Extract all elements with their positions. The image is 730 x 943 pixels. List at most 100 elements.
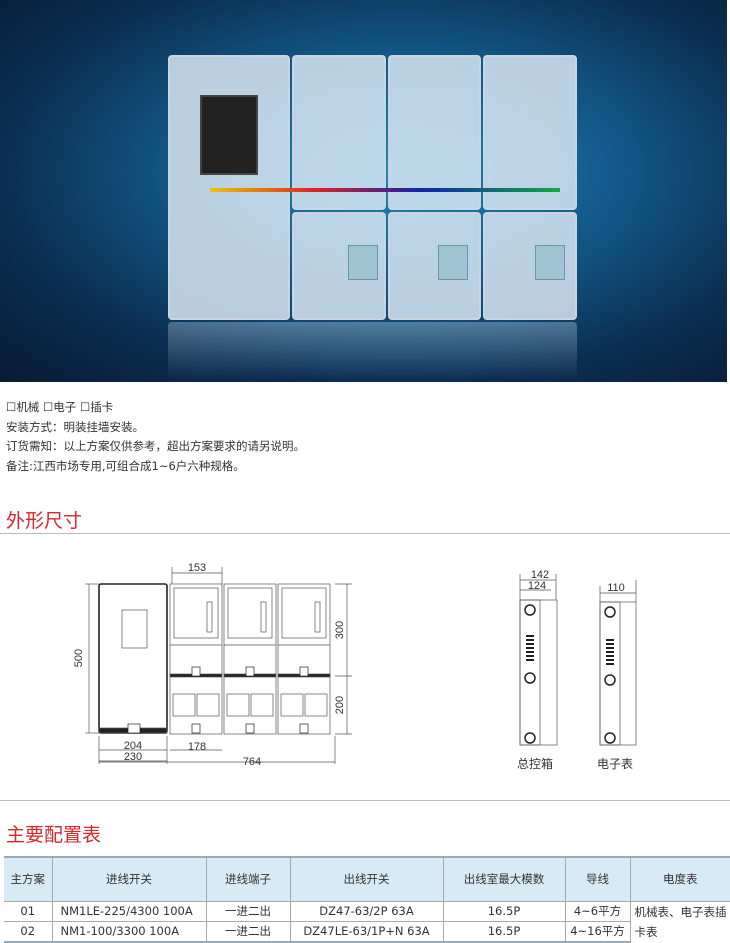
meter-window — [281, 587, 327, 639]
bolt-icon — [524, 732, 536, 744]
breaker-slot — [226, 693, 250, 717]
checkbox-electronic[interactable]: ☐电子 — [42, 400, 77, 414]
terminal — [299, 666, 309, 677]
meter-box-1-top — [292, 55, 386, 210]
cell: 一进二出 — [205, 900, 290, 922]
install-note: 安装方式：明装挂墙安装。 — [6, 419, 144, 434]
config-table: 主方案 进线开关 进线端子 出线开关 出线室最大模数 导线 电度表 01 NM1… — [4, 856, 730, 943]
meter-slot — [260, 601, 267, 633]
divider — [0, 800, 730, 801]
dim-110: 110 — [607, 582, 625, 594]
col-header: 导线 — [564, 856, 630, 901]
config-heading: 主要配置表 — [6, 824, 102, 846]
breaker-1 — [348, 245, 378, 280]
dim-764: 764 — [243, 756, 261, 768]
meter-box-2-top — [388, 55, 481, 210]
cell: DZ47LE-63/1P+N 63A — [289, 920, 443, 943]
main-breaker — [200, 95, 258, 175]
bolt-icon — [604, 606, 616, 618]
checkbox-mechanical[interactable]: ☐机械 — [6, 400, 40, 414]
dimensions-heading: 外形尺寸 — [6, 510, 83, 532]
vent-slot — [526, 639, 534, 641]
meter-window — [227, 587, 273, 639]
col-header: 出线室最大模数 — [442, 856, 565, 901]
cell-meter-types: 机械表、电子表插卡表 — [629, 900, 730, 942]
terminal — [299, 723, 309, 734]
checkbox-card[interactable]: ☐插卡 — [79, 400, 114, 414]
dim-204: 204 — [124, 740, 142, 752]
cell: 16.5P — [442, 920, 565, 943]
divider — [0, 533, 730, 534]
table-header-row: 主方案 进线开关 进线端子 出线开关 出线室最大模数 导线 电度表 — [4, 856, 730, 901]
front-dimension-drawing: 153 500 300 200 204 230 178 764 — [73, 562, 352, 768]
terminal — [191, 666, 201, 677]
remark-note: 备注:江西市场专用,可组合成1~6户六种规格。 — [6, 458, 245, 473]
col-header: 出线开关 — [289, 856, 443, 901]
label-meter-box: 电子表 — [597, 757, 633, 771]
meter-slot — [206, 601, 213, 633]
vent-slot — [606, 659, 614, 661]
col-header: 进线开关 — [51, 856, 206, 901]
order-note: 订货需知：以上方案仅供参考，超出方案要求的请另说明。 — [6, 439, 305, 453]
dim-124: 124 — [528, 580, 546, 592]
col-header: 电度表 — [629, 856, 730, 901]
vent-slot — [606, 639, 614, 641]
cell: 4~16平方 — [564, 920, 630, 943]
vent-slot — [606, 647, 614, 649]
cell: 01 — [4, 900, 52, 922]
cell: 一进二出 — [205, 920, 290, 943]
vent-slot — [606, 663, 614, 665]
breaker-2 — [438, 245, 468, 280]
breaker-3 — [535, 245, 565, 280]
breaker-slot — [250, 693, 274, 717]
col-header: 进线端子 — [205, 856, 290, 901]
meter-box-3-top — [483, 55, 577, 210]
vent-slot — [526, 655, 534, 657]
table-row: 02 NM1-100/3300 100A 一进二出 DZ47LE-63/1P+N… — [4, 920, 730, 943]
side-dimension-drawing: 142 124 110 总控箱 电子表 — [517, 569, 637, 771]
dim-500: 500 — [73, 649, 85, 667]
vent-slot — [606, 655, 614, 657]
meter-window — [173, 587, 219, 639]
bolt-icon — [604, 674, 616, 686]
vent-slot — [526, 635, 534, 637]
label-main-box: 总控箱 — [517, 756, 553, 771]
product-photo — [0, 0, 727, 382]
cell: NM1-100/3300 100A — [51, 920, 206, 943]
dim-153: 153 — [188, 562, 206, 574]
vent-slot — [526, 651, 534, 653]
meter-slot — [314, 601, 321, 633]
breaker-slot — [172, 693, 196, 717]
cell: 4~6平方 — [564, 900, 630, 922]
reflection — [168, 322, 577, 380]
terminal — [245, 666, 255, 677]
dim-300: 300 — [334, 621, 346, 639]
meter-column — [223, 583, 277, 735]
vent-slot — [606, 651, 614, 653]
notes: ☐机械 ☐电子 ☐插卡 安装方式：明装挂墙安装。 订货需知：以上方案仅供参考，超… — [6, 398, 305, 476]
meter-column — [169, 583, 223, 735]
vent-slot — [526, 643, 534, 645]
dim-200: 200 — [334, 696, 346, 714]
cell: NM1LE-225/4300 100A — [51, 900, 206, 922]
vent-slot — [526, 659, 534, 661]
breaker-slot — [280, 693, 304, 717]
cell: 02 — [4, 920, 52, 943]
bolt-icon — [604, 732, 616, 744]
bolt-icon — [524, 604, 536, 616]
wire-bundle — [210, 188, 560, 192]
cell: 16.5P — [442, 900, 565, 922]
dim-230: 230 — [124, 751, 142, 763]
breaker-slot — [196, 693, 220, 717]
terminal — [245, 723, 255, 734]
vent-slot — [526, 647, 534, 649]
col-header: 主方案 — [4, 856, 52, 901]
table-row: 01 NM1LE-225/4300 100A 一进二出 DZ47-63/2P 6… — [4, 900, 730, 942]
bolt-icon — [524, 672, 536, 684]
dim-142: 142 — [531, 569, 549, 581]
breaker-slot — [304, 693, 328, 717]
terminal — [191, 723, 201, 734]
meter-column — [277, 583, 331, 735]
cell: DZ47-63/2P 63A — [289, 900, 443, 922]
dim-178: 178 — [188, 741, 206, 753]
